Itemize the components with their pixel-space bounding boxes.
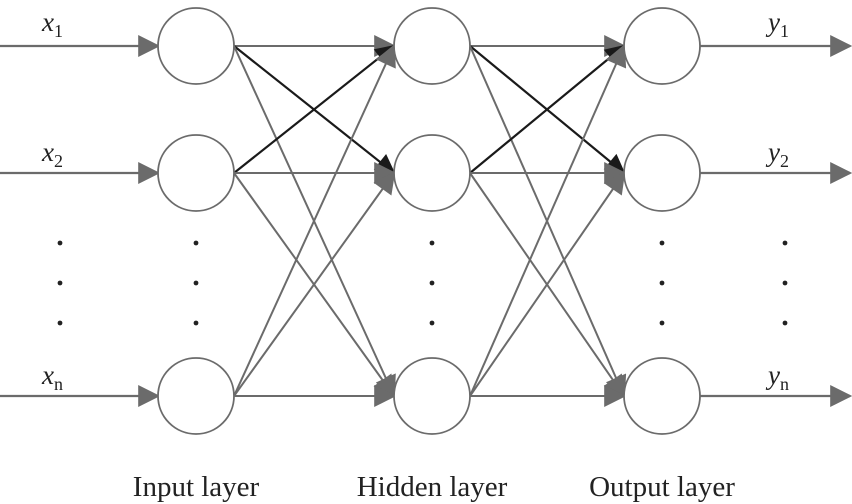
ellipsis-dot-4-2 xyxy=(782,320,788,326)
ellipsis-dot-1-1 xyxy=(193,280,199,286)
output-layer-caption: Output layer xyxy=(589,471,735,503)
ellipsis-dot-0-2 xyxy=(57,320,63,326)
ellipsis-dot-4-1 xyxy=(782,280,788,286)
hidden-layer-caption: Hidden layer xyxy=(357,471,508,503)
output-label-1: y1 xyxy=(765,7,789,41)
edge-input-2-to-hidden-1 xyxy=(233,44,396,174)
ellipsis-dot-2-2 xyxy=(429,320,435,326)
input-neuron-2 xyxy=(157,134,235,212)
input-label-1: x1 xyxy=(41,7,63,41)
io-arrows xyxy=(0,35,852,407)
ellipsis-dot-3-2 xyxy=(659,320,665,326)
ellipsis-dot-0-1 xyxy=(57,280,63,286)
ellipsis-dot-2-1 xyxy=(429,280,435,286)
neuron-nodes xyxy=(157,7,701,435)
output-label-2: y2 xyxy=(765,137,789,171)
input-neuron-n xyxy=(157,357,235,435)
ellipsis-dot-3-1 xyxy=(659,280,665,286)
edge-hidden-2-to-output-1 xyxy=(469,44,626,174)
hidden-neuron-2 xyxy=(393,134,471,212)
input-layer-caption: Input layer xyxy=(133,471,260,503)
ellipsis-dot-3-0 xyxy=(659,240,665,246)
output-neuron-1 xyxy=(623,7,701,85)
edge-hidden-n-to-output-2 xyxy=(469,171,626,397)
connection-edges xyxy=(233,35,627,407)
ellipsis-dot-2-0 xyxy=(429,240,435,246)
output-label-n: yn xyxy=(765,360,789,394)
ellipsis-dots xyxy=(57,240,788,326)
edge-input-n-to-hidden-2 xyxy=(233,171,396,397)
input-neuron-1 xyxy=(157,7,235,85)
hidden-neuron-1 xyxy=(393,7,471,85)
ellipsis-dot-0-0 xyxy=(57,240,63,246)
edge-input-n-to-hidden-1 xyxy=(233,43,396,397)
ellipsis-dot-1-2 xyxy=(193,320,199,326)
output-neuron-2 xyxy=(623,134,701,212)
input-label-2: x2 xyxy=(41,137,63,171)
input-label-n: xn xyxy=(41,360,63,394)
hidden-neuron-n xyxy=(393,357,471,435)
ellipsis-dot-1-0 xyxy=(193,240,199,246)
ellipsis-dot-4-0 xyxy=(782,240,788,246)
edge-hidden-n-to-output-1 xyxy=(469,43,627,397)
output-neuron-n xyxy=(623,357,701,435)
